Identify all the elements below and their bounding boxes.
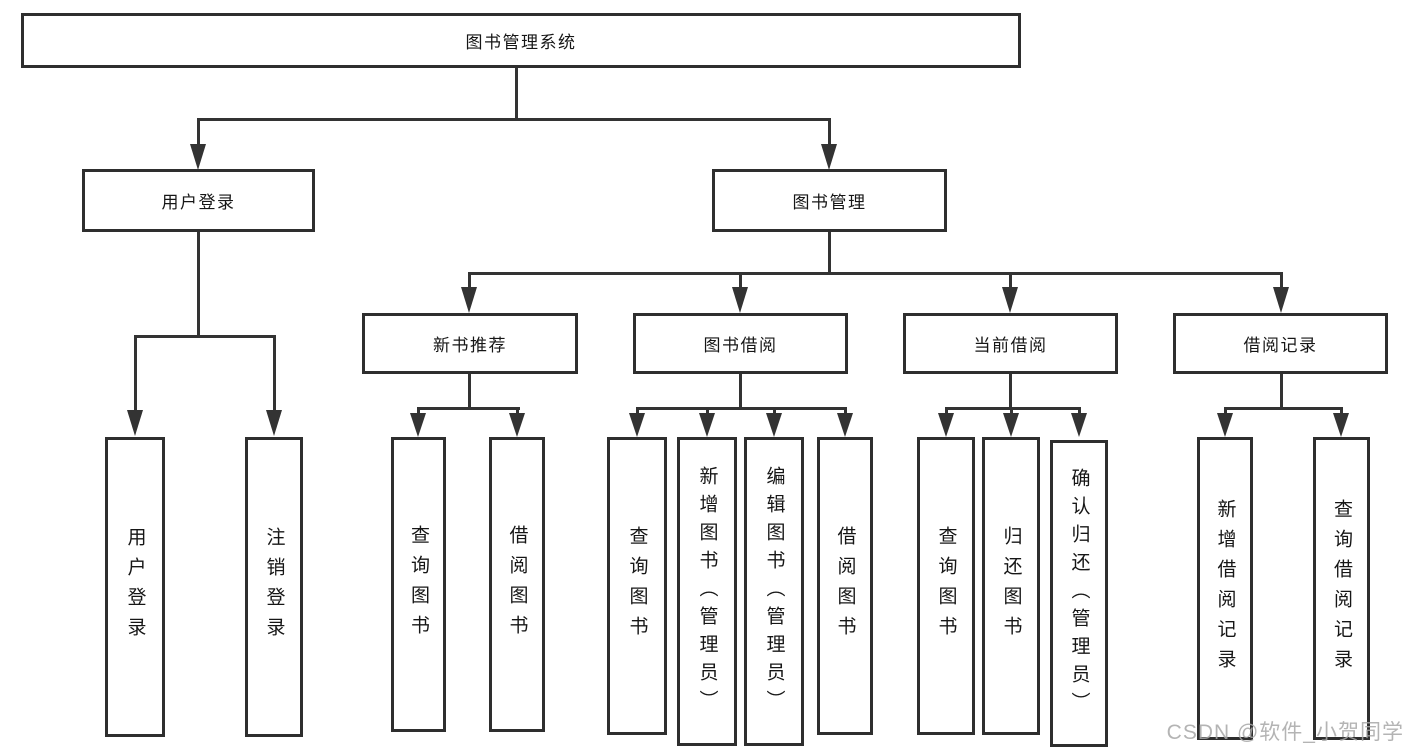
node-borrow-records: 借阅记录 [1173, 313, 1388, 374]
arrow-down-icon [1002, 287, 1018, 313]
arrow-down-icon [190, 144, 206, 170]
arrow-down-icon [821, 144, 837, 170]
node-user-login: 用户登录 [82, 169, 315, 232]
connector-login-stem [197, 118, 200, 145]
leaf-nb-borrow-books: 借阅图书 [489, 437, 545, 732]
node-book-mgmt: 图书管理 [712, 169, 947, 232]
leaf-bb-add-books-admin: 新增图书（管理员） [677, 437, 737, 746]
arrow-down-icon [410, 413, 426, 437]
arrow-down-icon [127, 410, 143, 436]
leaf-nb-query-books: 查询图书 [391, 437, 446, 732]
leaf-cb-return-books: 归还图书 [982, 437, 1040, 735]
connector-br-down [1280, 374, 1283, 407]
connector-root-stem [515, 68, 518, 120]
leaf-logout: 注销登录 [245, 437, 303, 737]
connector-leaf-stem [417, 407, 420, 414]
arrow-down-icon [938, 413, 954, 437]
arrow-down-icon [837, 413, 853, 437]
arrow-down-icon [1071, 413, 1087, 437]
connector-login-down [197, 232, 200, 335]
leaf-bb-edit-books-admin: 编辑图书（管理员） [744, 437, 804, 746]
arrow-down-icon [629, 413, 645, 437]
leaf-user-login: 用户登录 [105, 437, 165, 737]
connector-leaf-stem [844, 407, 847, 414]
connector-leaf-stem [273, 335, 276, 411]
connector-login-rail [134, 335, 276, 338]
connector-leaf-stem [1340, 407, 1343, 414]
arrow-down-icon [1003, 413, 1019, 437]
leaf-cb-query-books: 查询图书 [917, 437, 975, 735]
connector-leaf-stem [1010, 407, 1013, 414]
arrow-down-icon [461, 287, 477, 313]
connector-nb-down [468, 374, 471, 407]
connector-l3-stem [1009, 272, 1012, 288]
watermark: CSDN @软件_小贺同学 [1166, 721, 1404, 744]
connector-mgmt-down [828, 232, 831, 272]
arrow-down-icon [699, 413, 715, 437]
arrow-down-icon [1273, 287, 1289, 313]
connector-l3-stem [1280, 272, 1283, 288]
arrow-down-icon [1333, 413, 1349, 437]
connector-leaf-stem [516, 407, 519, 414]
leaf-bb-borrow-books: 借阅图书 [817, 437, 873, 735]
connector-bb-rail [636, 407, 847, 410]
connector-leaf-stem [773, 407, 776, 414]
node-new-book-rec: 新书推荐 [362, 313, 578, 374]
node-current-borrow: 当前借阅 [903, 313, 1118, 374]
connector-leaf-stem [1078, 407, 1081, 414]
leaf-cb-confirm-return-admin: 确认归还（管理员） [1050, 440, 1108, 747]
connector-l3-stem [739, 272, 742, 288]
connector-cb-down [1009, 374, 1012, 407]
node-book-borrow: 图书借阅 [633, 313, 848, 374]
connector-leaf-stem [945, 407, 948, 414]
arrow-down-icon [266, 410, 282, 436]
connector-br-rail [1224, 407, 1343, 410]
connector-leaf-stem [706, 407, 709, 414]
node-root: 图书管理系统 [21, 13, 1021, 68]
connector-leaf-stem [636, 407, 639, 414]
connector-nb-rail [417, 407, 520, 410]
connector-mgmt-stem [828, 118, 831, 145]
connector-cb-rail [945, 407, 1081, 410]
leaf-bb-query-books: 查询图书 [607, 437, 667, 735]
connector-mgmt-rail [468, 272, 1283, 275]
arrow-down-icon [732, 287, 748, 313]
connector-bb-down [739, 374, 742, 407]
leaf-br-add-record: 新增借阅记录 [1197, 437, 1253, 740]
connector-leaf-stem [1224, 407, 1227, 414]
arrow-down-icon [509, 413, 525, 437]
arrow-down-icon [1217, 413, 1233, 437]
connector-leaf-stem [134, 335, 137, 411]
leaf-br-query-record: 查询借阅记录 [1313, 437, 1370, 740]
connector-root-rail [197, 118, 831, 121]
connector-l3-stem [468, 272, 471, 288]
arrow-down-icon [766, 413, 782, 437]
